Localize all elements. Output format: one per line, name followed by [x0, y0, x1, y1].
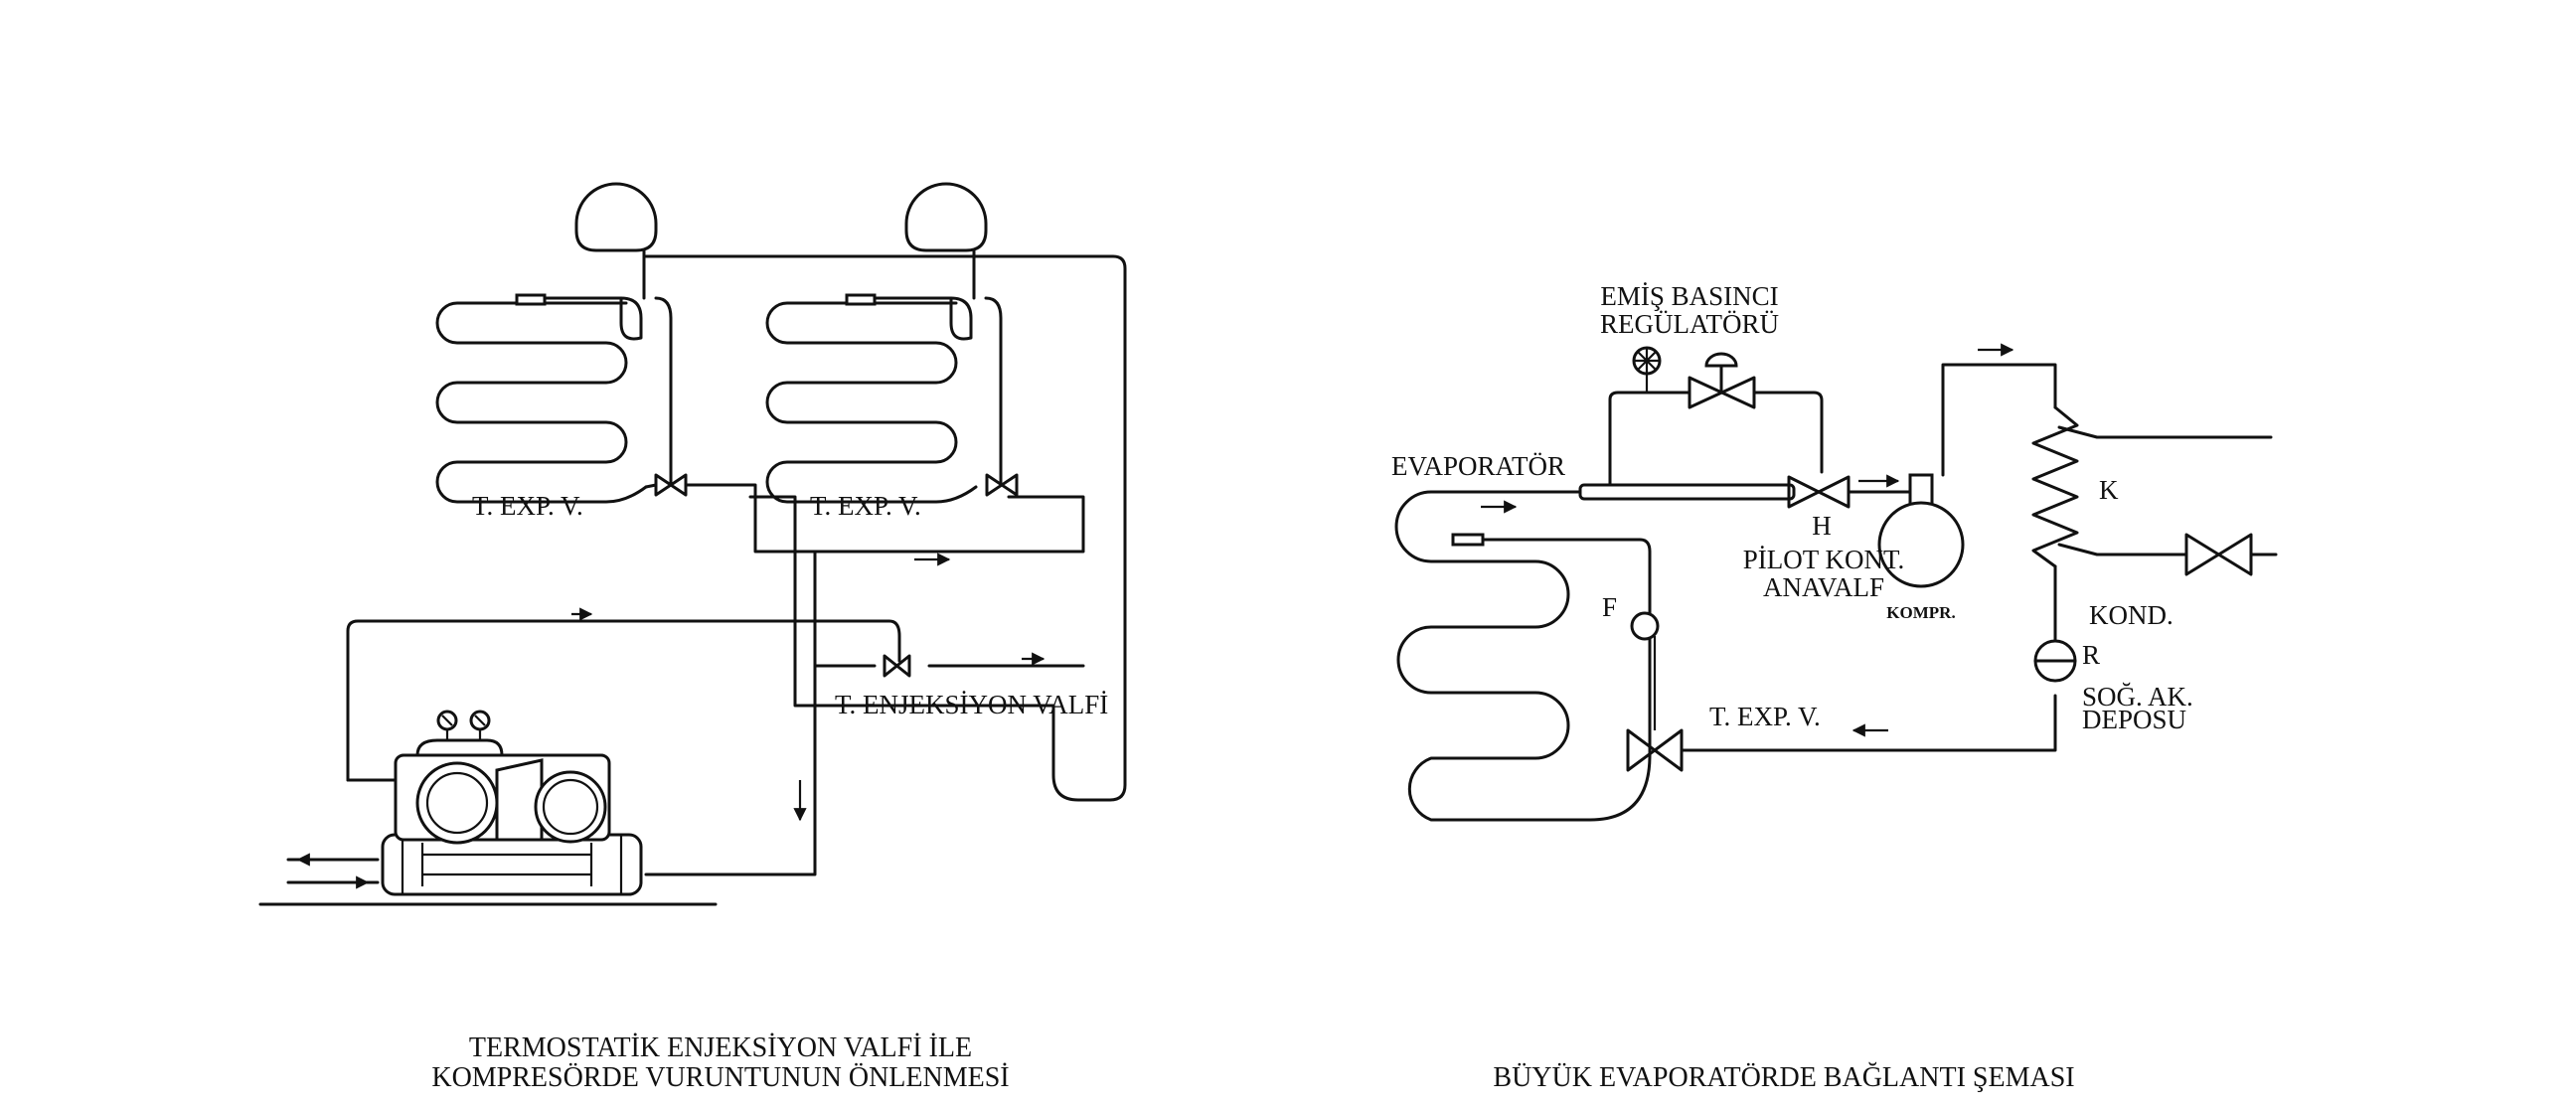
expansion-valve-icon	[985, 473, 1019, 497]
evaporator-coil	[1394, 490, 1652, 822]
water-pipes	[286, 858, 380, 884]
coil-1-liquid-line	[654, 296, 673, 487]
sensor-bulb-2	[845, 293, 877, 306]
label-texp-1: T. EXP. V.	[472, 491, 583, 521]
gauge-icon	[469, 710, 491, 741]
expansion-valve-icon	[883, 654, 911, 678]
bulb-icon	[1630, 611, 1660, 641]
regulator-bypass	[1608, 391, 1824, 489]
caption-left-line2: KOMPRESÖRDE VURUNTUNUN ÖNLENMESİ	[431, 1062, 1009, 1093]
label-regulator-1: EMİŞ BASINCI	[1600, 281, 1778, 311]
discharge-line	[1941, 363, 2057, 477]
right-diagram: EMİŞ BASINCI REGÜLATÖRÜ EVAPORATÖR H PİL…	[1391, 281, 2278, 1093]
label-receiver-2: DEPOSU	[2082, 705, 2186, 734]
label-pilot-2: ANAVALF	[1763, 572, 1884, 602]
label-texp: T. EXP. V.	[1709, 702, 1821, 731]
sensor-bulb-1	[515, 293, 547, 306]
label-pilot-1: PİLOT KONT.	[1743, 545, 1905, 574]
gauge-icon	[436, 710, 458, 741]
coil-2-outlet	[873, 296, 973, 341]
label-texp-2: T. EXP. V.	[810, 491, 921, 521]
expansion-valve-icon	[1688, 376, 1756, 409]
label-injection-valve: T. ENJEKSİYON VALFİ	[835, 690, 1108, 719]
sensor-bulb	[1451, 533, 1485, 547]
regulator-cap	[1704, 352, 1738, 368]
suction-line-top	[644, 254, 1127, 802]
coil-1-outlet	[543, 296, 643, 341]
label-r: R	[2082, 640, 2100, 670]
label-h: H	[1812, 511, 1832, 541]
label-k: K	[2099, 475, 2119, 505]
coil-2-liquid-line	[984, 296, 1003, 487]
condenser-icon	[2031, 405, 2079, 568]
expansion-valve-icon	[1626, 728, 1684, 772]
compressor-icon	[1877, 473, 1965, 588]
condenser-water-lines	[2057, 425, 2278, 556]
gauge-icon	[1632, 346, 1662, 393]
label-f: F	[1602, 592, 1617, 622]
label-compressor: KOMPR.	[1886, 603, 1955, 622]
expansion-valve-icon	[654, 473, 688, 497]
valve-1-line	[644, 483, 1085, 554]
evaporator-coil-2	[765, 301, 978, 504]
label-receiver-1: SOĞ. AK.	[2082, 682, 2193, 712]
compressor-icon	[394, 738, 611, 845]
label-regulator-2: REGÜLATÖRÜ	[1600, 309, 1779, 339]
accumulator-dome-2	[904, 182, 988, 252]
accumulator-dome-1	[574, 182, 658, 252]
expansion-valve-icon	[2184, 533, 2253, 576]
liquid-line-bottom	[1680, 694, 2057, 752]
evaporator-outlet	[1481, 538, 1652, 623]
label-evaporator: EVAPORATÖR	[1391, 451, 1565, 481]
caption-left-line1: TERMOSTATİK ENJEKSİYON VALFİ İLE	[469, 1032, 972, 1063]
tank-ribs	[401, 835, 623, 894]
receiver-icon	[2033, 639, 2077, 683]
hot-gas-loop	[346, 619, 901, 782]
evaporator-coil-1	[435, 301, 648, 504]
left-diagram: T. EXP. V. T. EXP. V. T. ENJEKSİYON VALF…	[258, 182, 1127, 1093]
heat-exchanger-tube	[1578, 483, 1796, 501]
caption-right: BÜYÜK EVAPORATÖRDE BAĞLANTI ŞEMASI	[1493, 1062, 2074, 1093]
liquid-supply-vertical	[644, 550, 817, 876]
label-condenser: KOND.	[2089, 600, 2174, 630]
expansion-valve-icon	[1787, 475, 1851, 509]
